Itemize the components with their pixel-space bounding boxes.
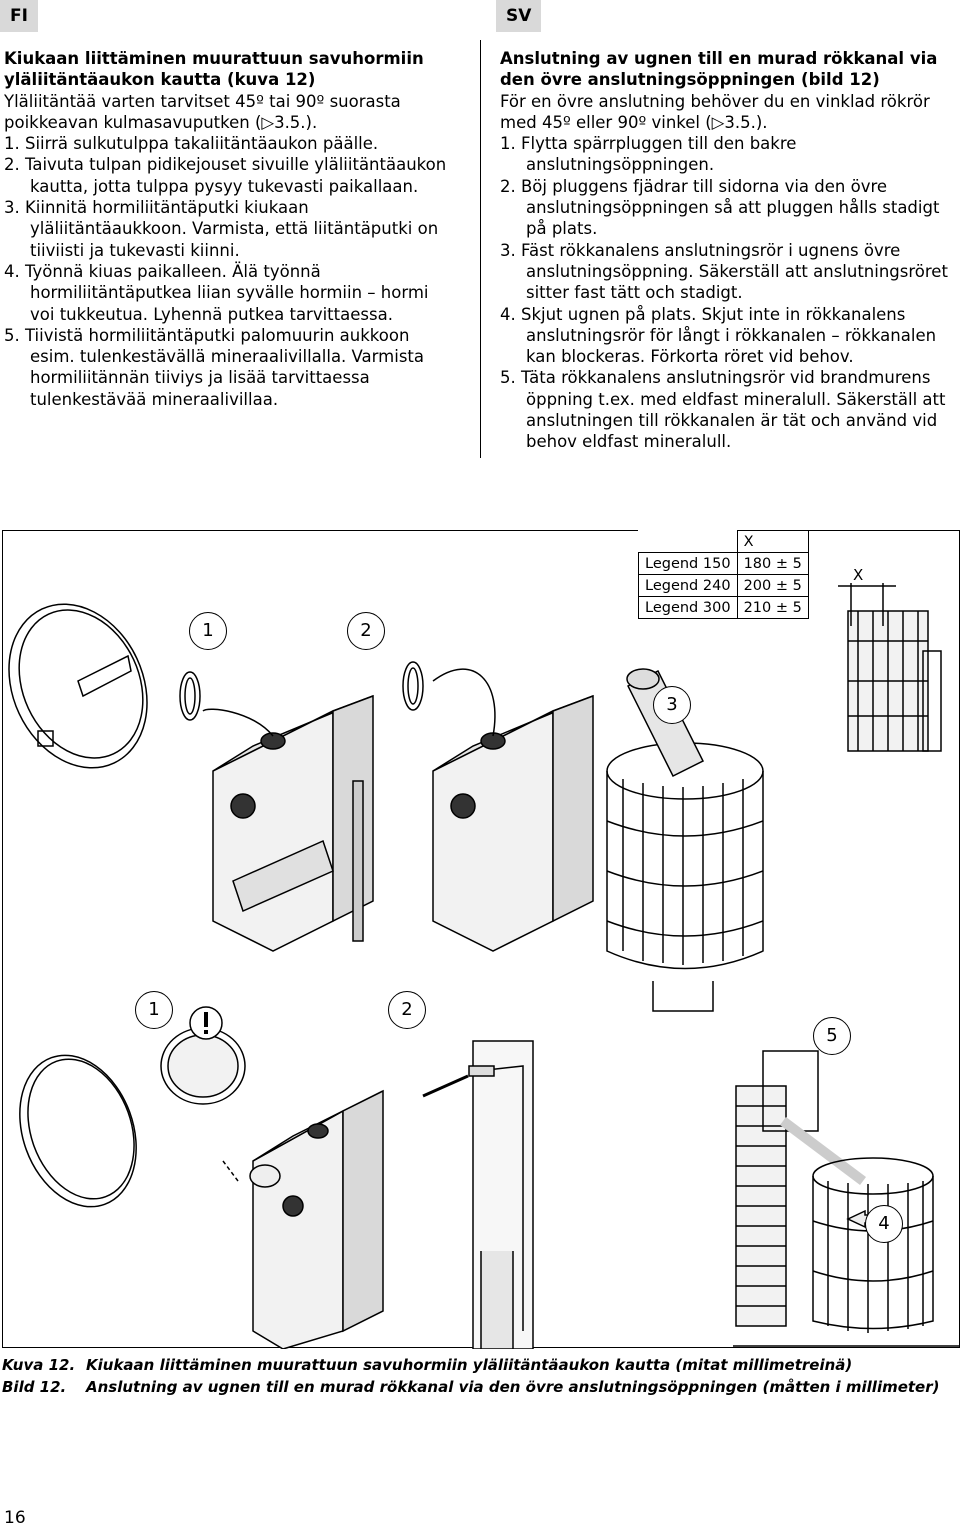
- sv-language-tab: SV: [496, 0, 542, 32]
- heater-body-illustration-3: [160, 1027, 384, 1349]
- value-cell: 200 ± 5: [736, 574, 809, 597]
- fi-step-4: 4. Työnnä kiuas paikalleen. Älä työnnä h…: [4, 261, 429, 324]
- dimension-table-corner: [638, 530, 738, 553]
- model-cell: Legend 300: [638, 596, 738, 619]
- heater-body-illustration-2: [402, 661, 594, 952]
- step-callout-3: 3: [653, 686, 691, 724]
- caption-sv-label: Bild 12.: [2, 1378, 67, 1396]
- x-dimension-label: X: [853, 566, 864, 584]
- sv-step-5: 5. Täta rökkanalens anslutningsrör vid b…: [500, 368, 946, 452]
- sv-step-3: 3. Fäst rökkanalens anslutningsrör i ugn…: [500, 240, 948, 303]
- plug-ring-illustration: [8, 603, 148, 769]
- caption-fi-label: Kuva 12.: [2, 1356, 76, 1374]
- fi-step-5: 5. Tiivistä hormiliitäntäputki palomuuri…: [4, 325, 424, 409]
- table-row: Legend 300 210 ± 5: [638, 596, 809, 619]
- model-cell: Legend 240: [638, 574, 738, 597]
- sv-step-1: 1. Flytta spärrpluggen till den bakre an…: [500, 134, 797, 175]
- warning-icon: [188, 1005, 224, 1041]
- step-callout-4: 4: [865, 1205, 903, 1243]
- heater-side-view: [838, 583, 942, 752]
- step-callout-2: 2: [347, 612, 385, 650]
- dimension-table-header: X: [736, 530, 809, 553]
- heater-body-illustration-1: [179, 671, 374, 952]
- page-number: 16: [4, 1508, 26, 1528]
- table-row: Legend 150 180 ± 5: [638, 552, 809, 575]
- caption-fi: Kuva 12. Kiukaan liittäminen muurattuun s…: [2, 1356, 852, 1374]
- installation-illustration: [8, 583, 960, 1349]
- table-row: Legend 240 200 ± 5: [638, 574, 809, 597]
- column-divider: [480, 40, 481, 458]
- step-callout-1: 1: [189, 612, 227, 650]
- sv-step-2: 2. Böj pluggens fjädrar till sidorna via…: [500, 176, 940, 239]
- screwdriver-detail: [422, 1040, 534, 1349]
- fi-language-tab: FI: [0, 0, 38, 32]
- model-cell: Legend 150: [638, 552, 738, 575]
- sv-intro: För en övre anslutning behöver du en vin…: [500, 91, 930, 132]
- step-callout-2b: 2: [388, 991, 426, 1029]
- installation-figure: [2, 530, 960, 1349]
- value-cell: 210 ± 5: [736, 596, 809, 619]
- caption-sv-text: Anslutning av ugnen till en murad rökkan…: [86, 1378, 940, 1396]
- chimney-with-heater: [733, 1050, 960, 1347]
- dimension-table: X Legend 150 180 ± 5 Legend 240 200 ± 5 …: [638, 530, 809, 619]
- fi-step-1: 1. Siirrä sulkutulppa takaliitäntäaukon …: [4, 134, 379, 154]
- fi-step-2: 2. Taivuta tulpan pidikejouset sivuille …: [4, 155, 447, 196]
- sv-step-4: 4. Skjut ugnen på plats. Skjut inte in r…: [500, 304, 937, 367]
- heater-installed-top-view: [606, 668, 764, 1012]
- value-cell: 180 ± 5: [736, 552, 809, 575]
- caption-fi-text: Kiukaan liittäminen muurattuun savuhormi…: [86, 1356, 853, 1374]
- plug-ring-bottom: [19, 1054, 137, 1208]
- fi-title: Kiukaan liittäminen muurattuun savuhormi…: [4, 49, 424, 90]
- fi-step-3: 3. Kiinnitä hormiliitäntäputki kiukaan y…: [4, 198, 439, 260]
- finnish-instructions: Kiukaan liittäminen muurattuun savuhormi…: [4, 48, 456, 410]
- step-callout-5: 5: [813, 1017, 851, 1055]
- swedish-instructions: Anslutning av ugnen till en murad rökkan…: [500, 48, 960, 453]
- step-callout-1b: 1: [135, 991, 173, 1029]
- sv-title: Anslutning av ugnen till en murad rökkan…: [500, 49, 938, 90]
- caption-sv: Bild 12. Anslutning av ugnen till en mura…: [2, 1378, 939, 1396]
- fi-intro: Yläliitäntää varten tarvitset 45º tai 90…: [4, 91, 401, 132]
